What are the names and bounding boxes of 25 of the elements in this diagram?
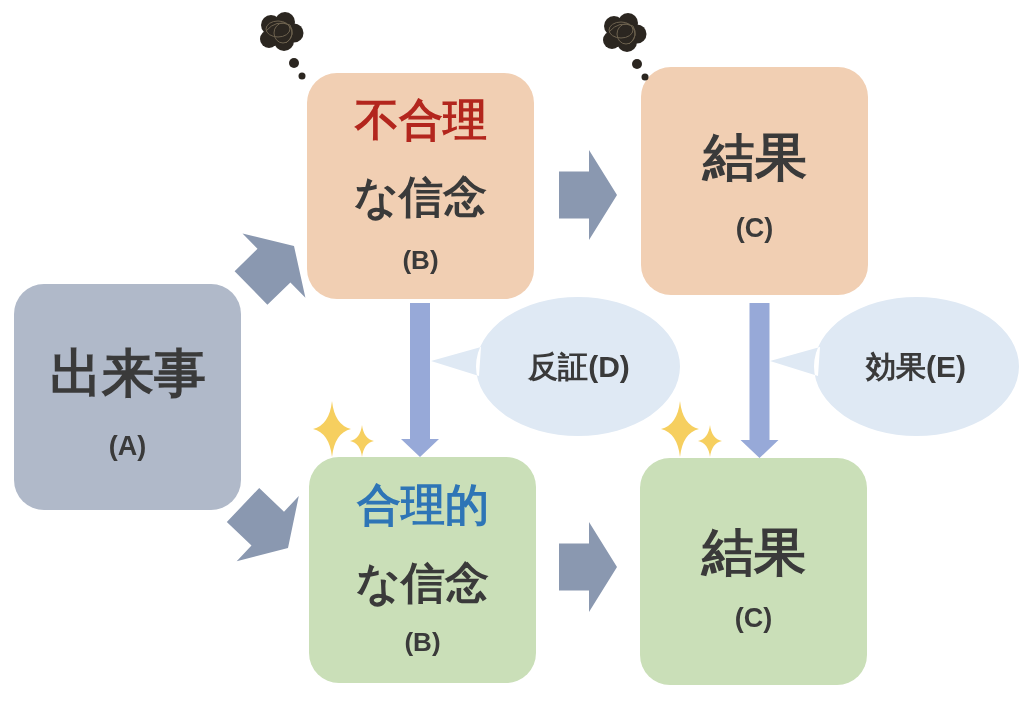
arrow — [401, 303, 439, 457]
letter-text: (C) — [734, 604, 773, 634]
block-arrow — [559, 522, 617, 612]
title-text: 結果 — [701, 524, 806, 582]
letter-text: (A) — [108, 432, 147, 462]
title-text: 結果 — [702, 129, 807, 187]
title-text: な信念 — [356, 558, 489, 608]
letter-text: (B) — [404, 627, 441, 657]
rounded-box — [309, 457, 536, 683]
rounded-box — [640, 458, 867, 685]
highlight-text: 不合理 — [354, 95, 487, 145]
highlight-text: 合理的 — [356, 480, 489, 530]
rounded-box — [307, 73, 534, 299]
rounded-box — [641, 67, 868, 295]
letter-text: (C) — [735, 214, 774, 244]
title-text: 出来事 — [49, 345, 206, 403]
title-text: な信念 — [354, 172, 487, 222]
block-arrow — [559, 150, 617, 240]
rounded-box — [14, 284, 241, 510]
block-arrow — [226, 488, 299, 562]
arrow — [740, 303, 779, 458]
block-arrow — [234, 233, 306, 305]
callout-text: 反証(D) — [528, 349, 630, 383]
letter-text: (B) — [402, 245, 439, 275]
callout-text: 効果(E) — [866, 349, 966, 383]
